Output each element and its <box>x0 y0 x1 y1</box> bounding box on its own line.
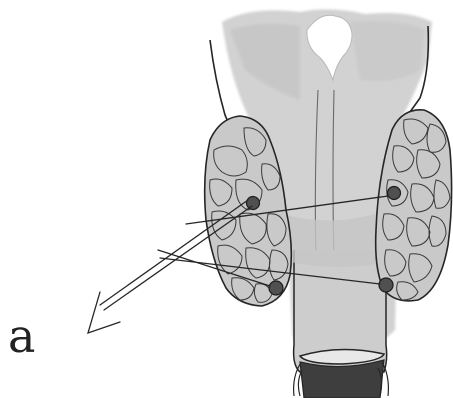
parathyroid-upper-left <box>247 197 260 210</box>
parathyroid-lower-right <box>379 278 393 292</box>
leader-line-hook <box>88 292 120 333</box>
parathyroid-lower-left <box>269 281 283 295</box>
parathyroid-upper-right <box>388 187 401 200</box>
label-a: a <box>8 309 35 363</box>
larynx-wash-dark-right <box>350 21 425 81</box>
